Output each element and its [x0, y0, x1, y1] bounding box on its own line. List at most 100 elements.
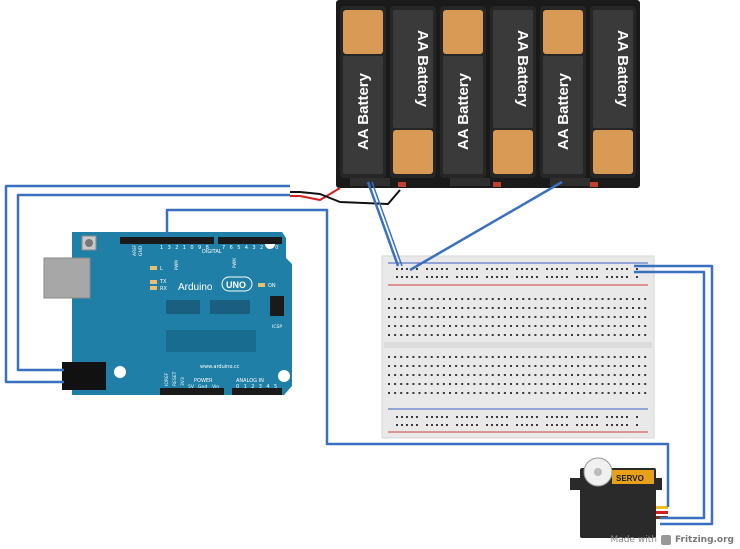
breadboard-hole — [479, 325, 482, 327]
breadboard-hole — [510, 316, 512, 318]
breadboard-hole — [546, 316, 549, 318]
breadboard-hole — [426, 276, 428, 278]
breadboard-hole — [534, 325, 537, 327]
breadboard-hole — [531, 268, 533, 270]
breadboard-hole — [595, 365, 598, 367]
breadboard-hole — [466, 268, 468, 270]
breadboard-hole — [436, 356, 439, 358]
breadboard — [381, 255, 655, 439]
breadboard-hole — [388, 365, 390, 367]
breadboard-hole — [394, 307, 397, 309]
header-digital-low — [218, 237, 282, 244]
breadboard-hole — [418, 325, 421, 327]
breadboard-hole — [491, 416, 493, 418]
battery-black-body — [493, 10, 533, 128]
breadboard-hole — [558, 392, 561, 394]
breadboard-hole — [388, 392, 390, 394]
breadboard-hole — [485, 325, 488, 327]
breadboard-hole — [552, 374, 555, 376]
breadboard-hole — [595, 392, 598, 394]
breadboard-hole — [406, 334, 409, 336]
breadboard-hole — [396, 424, 398, 426]
breadboard-hole — [522, 356, 525, 358]
breadboard-hole — [416, 268, 418, 270]
breadboard-hole — [613, 316, 616, 318]
breadboard-hole — [586, 268, 588, 270]
breadboard-hole — [638, 334, 641, 336]
battery-terminal — [550, 178, 590, 186]
breadboard-hole — [607, 334, 610, 336]
breadboard-hole — [583, 334, 586, 336]
breadboard-hole — [503, 325, 506, 327]
breadboard-hole — [611, 268, 613, 270]
breadboard-hole — [564, 334, 567, 336]
breadboard-hole — [551, 416, 553, 418]
breadboard-hole — [412, 365, 415, 367]
breadboard-hole — [442, 325, 445, 327]
breadboard-hole — [431, 268, 433, 270]
breadboard-hole — [522, 383, 525, 385]
breadboard-hole — [516, 416, 518, 418]
breadboard-hole — [621, 416, 623, 418]
breadboard-hole — [534, 392, 537, 394]
breadboard-hole — [436, 416, 438, 418]
breadboard-hole — [416, 416, 418, 418]
breadboard-hole — [636, 416, 638, 418]
battery-copper — [543, 10, 583, 54]
breadboard-hole — [596, 268, 598, 270]
breadboard-hole — [485, 374, 488, 376]
breadboard-hole — [461, 424, 463, 426]
wire-blue-power-2 — [16, 193, 290, 372]
breadboard-hole — [583, 383, 586, 385]
fritzing-brand[interactable]: Fritzing.org — [674, 535, 734, 545]
breadboard-hole — [534, 316, 537, 318]
breadboard-hole — [564, 392, 567, 394]
breadboard-hole — [540, 316, 543, 318]
breadboard-hole — [581, 424, 583, 426]
breadboard-hole — [586, 424, 588, 426]
breadboard-hole — [446, 424, 448, 426]
breadboard-hole — [467, 307, 470, 309]
breadboard-hole — [467, 334, 470, 336]
aref-label: AREF — [132, 244, 138, 256]
breadboard-channel — [384, 342, 652, 348]
breadboard-hole — [571, 374, 573, 376]
arduino-board: Arduino UNO www.arduino.cc DIGITAL ANALO… — [43, 232, 292, 395]
breadboard-hole — [442, 392, 445, 394]
wire-servo-ground — [634, 270, 706, 520]
breadboard-hole — [586, 416, 588, 418]
breadboard-hole — [441, 416, 443, 418]
breadboard-hole — [571, 307, 573, 309]
pwm-label: PWM — [232, 258, 237, 268]
reset-button-cap[interactable] — [85, 239, 93, 247]
breadboard-hole — [591, 424, 593, 426]
breadboard-hole — [449, 383, 451, 385]
breadboard-hole — [449, 374, 451, 376]
breadboard-hole — [394, 325, 397, 327]
breadboard-hole — [467, 325, 470, 327]
breadboard-hole — [430, 316, 433, 318]
chip — [166, 300, 200, 314]
led-on — [258, 283, 265, 287]
breadboard-hole — [388, 334, 390, 336]
breadboard-hole — [625, 316, 628, 318]
battery-black-body — [543, 56, 583, 174]
breadboard-hole — [528, 356, 531, 358]
breadboard-hole — [589, 365, 592, 367]
analog-pin-label: 3 — [259, 384, 262, 390]
breadboard-hole — [486, 416, 488, 418]
breadboard-hole — [571, 316, 573, 318]
breadboard-hole — [556, 416, 558, 418]
breadboard-hole — [461, 374, 464, 376]
breadboard-hole — [442, 383, 445, 385]
servo-horn-center — [594, 468, 602, 476]
breadboard-hole — [411, 424, 413, 426]
battery-cell: AA Battery — [390, 6, 436, 178]
breadboard-hole — [625, 374, 628, 376]
breadboard-hole — [606, 416, 608, 418]
digital-pin-label: 6 — [230, 245, 233, 251]
breadboard-hole — [496, 416, 498, 418]
analog-pin-label: 5 — [274, 384, 277, 390]
breadboard-hole — [632, 325, 634, 327]
breadboard-hole — [467, 383, 470, 385]
